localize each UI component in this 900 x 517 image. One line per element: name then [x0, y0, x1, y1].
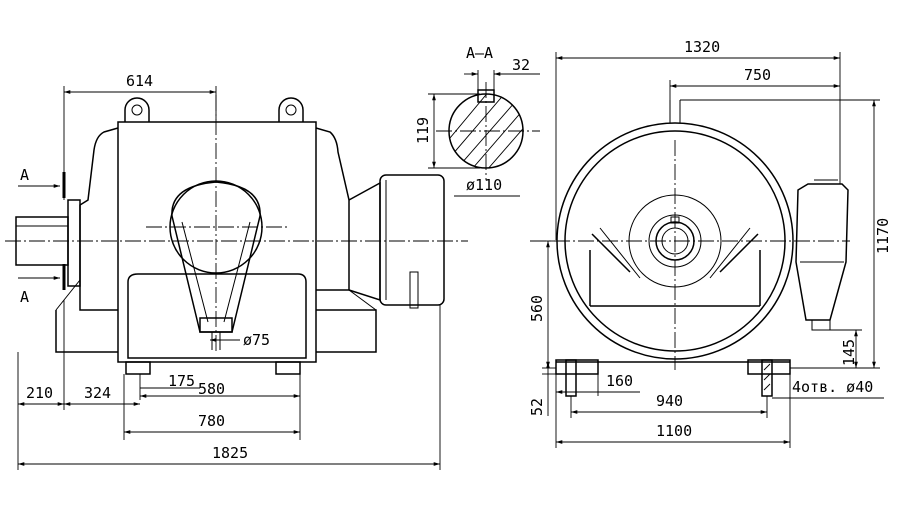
lower-housing [589, 250, 761, 307]
dim-section-diameter: ø110 [466, 176, 502, 194]
dim-overall-width: 1320 [684, 38, 720, 56]
right-end-shield [315, 127, 350, 291]
inspection-window [169, 180, 263, 274]
section-marker-top: A [18, 166, 66, 198]
dim-section-height: 119 [414, 117, 432, 144]
dim-key-width: 32 [512, 56, 530, 74]
dim-hole-span: 940 [656, 392, 683, 410]
fan-cover-terminal [409, 271, 419, 309]
right-cone [348, 181, 381, 302]
bearing-housing-mid [648, 214, 702, 268]
inspection-panel [127, 273, 307, 359]
stator-outer [556, 122, 794, 360]
dim-foot-width: 160 [606, 372, 633, 390]
base-frame [55, 309, 377, 353]
dim-overall-length: 1825 [212, 444, 248, 462]
dim-base-width: 1100 [656, 422, 692, 440]
dim-foot-inner: 175 [168, 372, 195, 390]
fan-cover [379, 174, 445, 306]
section-title: A–A [466, 44, 493, 62]
foot-left [125, 361, 151, 375]
section-marker-letter-bottom: A [20, 288, 29, 306]
section-a-a: A–A 32 119 ø110 [414, 44, 540, 197]
dim-foot-span: 580 [198, 380, 225, 398]
terminal-gland [811, 319, 831, 331]
window-frame [171, 181, 261, 333]
side-foot-left [555, 359, 599, 375]
shaft-key [670, 216, 680, 224]
dim-holes-note: 4отв. ø40 [792, 378, 873, 396]
lifting-lug-right [278, 97, 304, 122]
section-marker-bottom: A [18, 264, 66, 306]
mount-hole-left [565, 359, 577, 397]
bracket-arms [591, 233, 759, 273]
dim-axis-height: 560 [528, 295, 546, 322]
mount-hole-right [761, 359, 773, 397]
dim-bore-diameter: ø75 [243, 331, 270, 349]
section-marker-letter-top: A [20, 166, 29, 184]
stator-inner [564, 130, 786, 352]
dim-half-width: 750 [744, 66, 771, 84]
dim-top-offset: 614 [126, 72, 153, 90]
side-view: 1320 750 1170 560 145 52 160 940 4отв. [528, 38, 892, 448]
main-housing [117, 121, 317, 363]
dim-overall-height: 1170 [874, 218, 892, 254]
dim-foot-offset: 324 [84, 384, 111, 402]
section-hatch [449, 94, 523, 168]
shaft-flange [67, 199, 81, 287]
front-view: A A 614 ø75 210 324 175 580 [5, 72, 468, 470]
bearing-housing-outer [628, 194, 722, 288]
dim-left-offset: 210 [26, 384, 53, 402]
lifting-lug-left [124, 97, 150, 122]
dim-base-length: 780 [198, 412, 225, 430]
shaft-end [655, 221, 695, 261]
dim-cover-offset: 145 [840, 339, 858, 366]
left-end-shield [79, 127, 119, 311]
window-foot [199, 317, 233, 333]
foot-right [275, 361, 301, 375]
dim-foot-height: 52 [528, 398, 546, 416]
terminal-box [795, 183, 849, 321]
